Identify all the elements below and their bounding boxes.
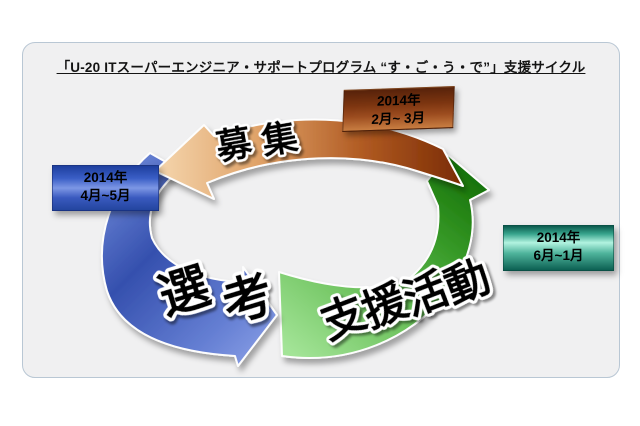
arrow-recruitment — [154, 118, 464, 200]
period-months: 4月~5月 — [80, 188, 131, 203]
period-label-support-activities: 2014年 6月~1月 — [503, 225, 614, 271]
arrow-support-activities — [278, 154, 490, 359]
period-label-recruitment: 2014年 2月~ 3月 — [342, 86, 455, 132]
period-year: 2014年 — [536, 230, 581, 245]
period-months: 6月~1月 — [533, 248, 584, 263]
period-label-selection: 2014年 4月~5月 — [52, 165, 159, 211]
slide-title: 「U-20 ITスーパーエンジニア・サポートプログラム “す・ご・う・で”」支援… — [56, 60, 586, 75]
period-year: 2014年 — [83, 170, 128, 185]
phase-label-support-activities: 支援活動 — [313, 251, 497, 350]
period-months: 2月~ 3月 — [371, 110, 426, 127]
